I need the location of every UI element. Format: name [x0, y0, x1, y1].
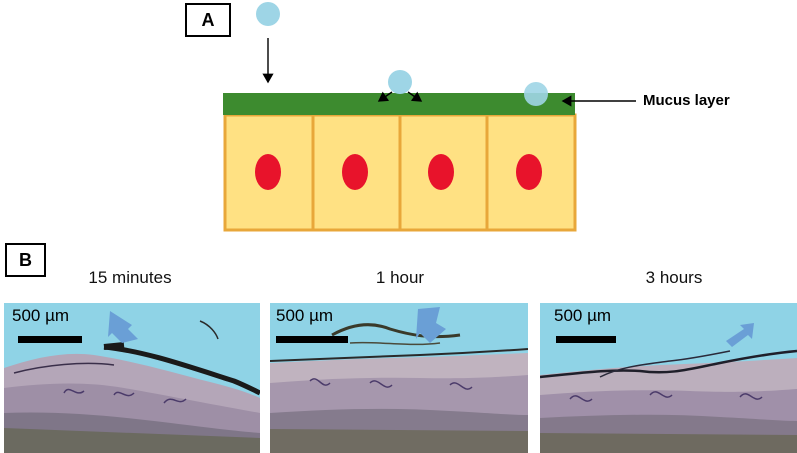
caption-3-hours: 3 hours [645, 268, 703, 287]
caption-15-minutes: 15 minutes [88, 268, 172, 287]
particle-incoming [256, 2, 280, 26]
cell-nucleus [342, 154, 368, 190]
particle-on-mucus [388, 70, 412, 94]
scale-bar-label: 500 µm [276, 306, 334, 325]
particle-embedded [524, 82, 548, 106]
scale-bar-label: 500 µm [12, 306, 70, 325]
cell-nucleus [255, 154, 281, 190]
spread-arrow-left [377, 91, 393, 102]
cell-nucleus [516, 154, 542, 190]
mucus-layer-label: Mucus layer [643, 92, 730, 109]
micrograph-15-minutes: 500 µm [4, 303, 260, 453]
mucus-diagram [223, 2, 636, 232]
caption-1-hour: 1 hour [375, 268, 425, 287]
mucus-layer [223, 93, 575, 115]
panel-b-label: B [5, 243, 46, 277]
cell-nucleus [428, 154, 454, 190]
micrograph-1-hour: 500 µm [270, 303, 528, 453]
micrograph-3-hours: 500 µm [540, 303, 797, 453]
spread-arrow-right [407, 91, 423, 102]
panel-a-label: A [185, 3, 231, 37]
scale-bar-label: 500 µm [554, 306, 612, 325]
